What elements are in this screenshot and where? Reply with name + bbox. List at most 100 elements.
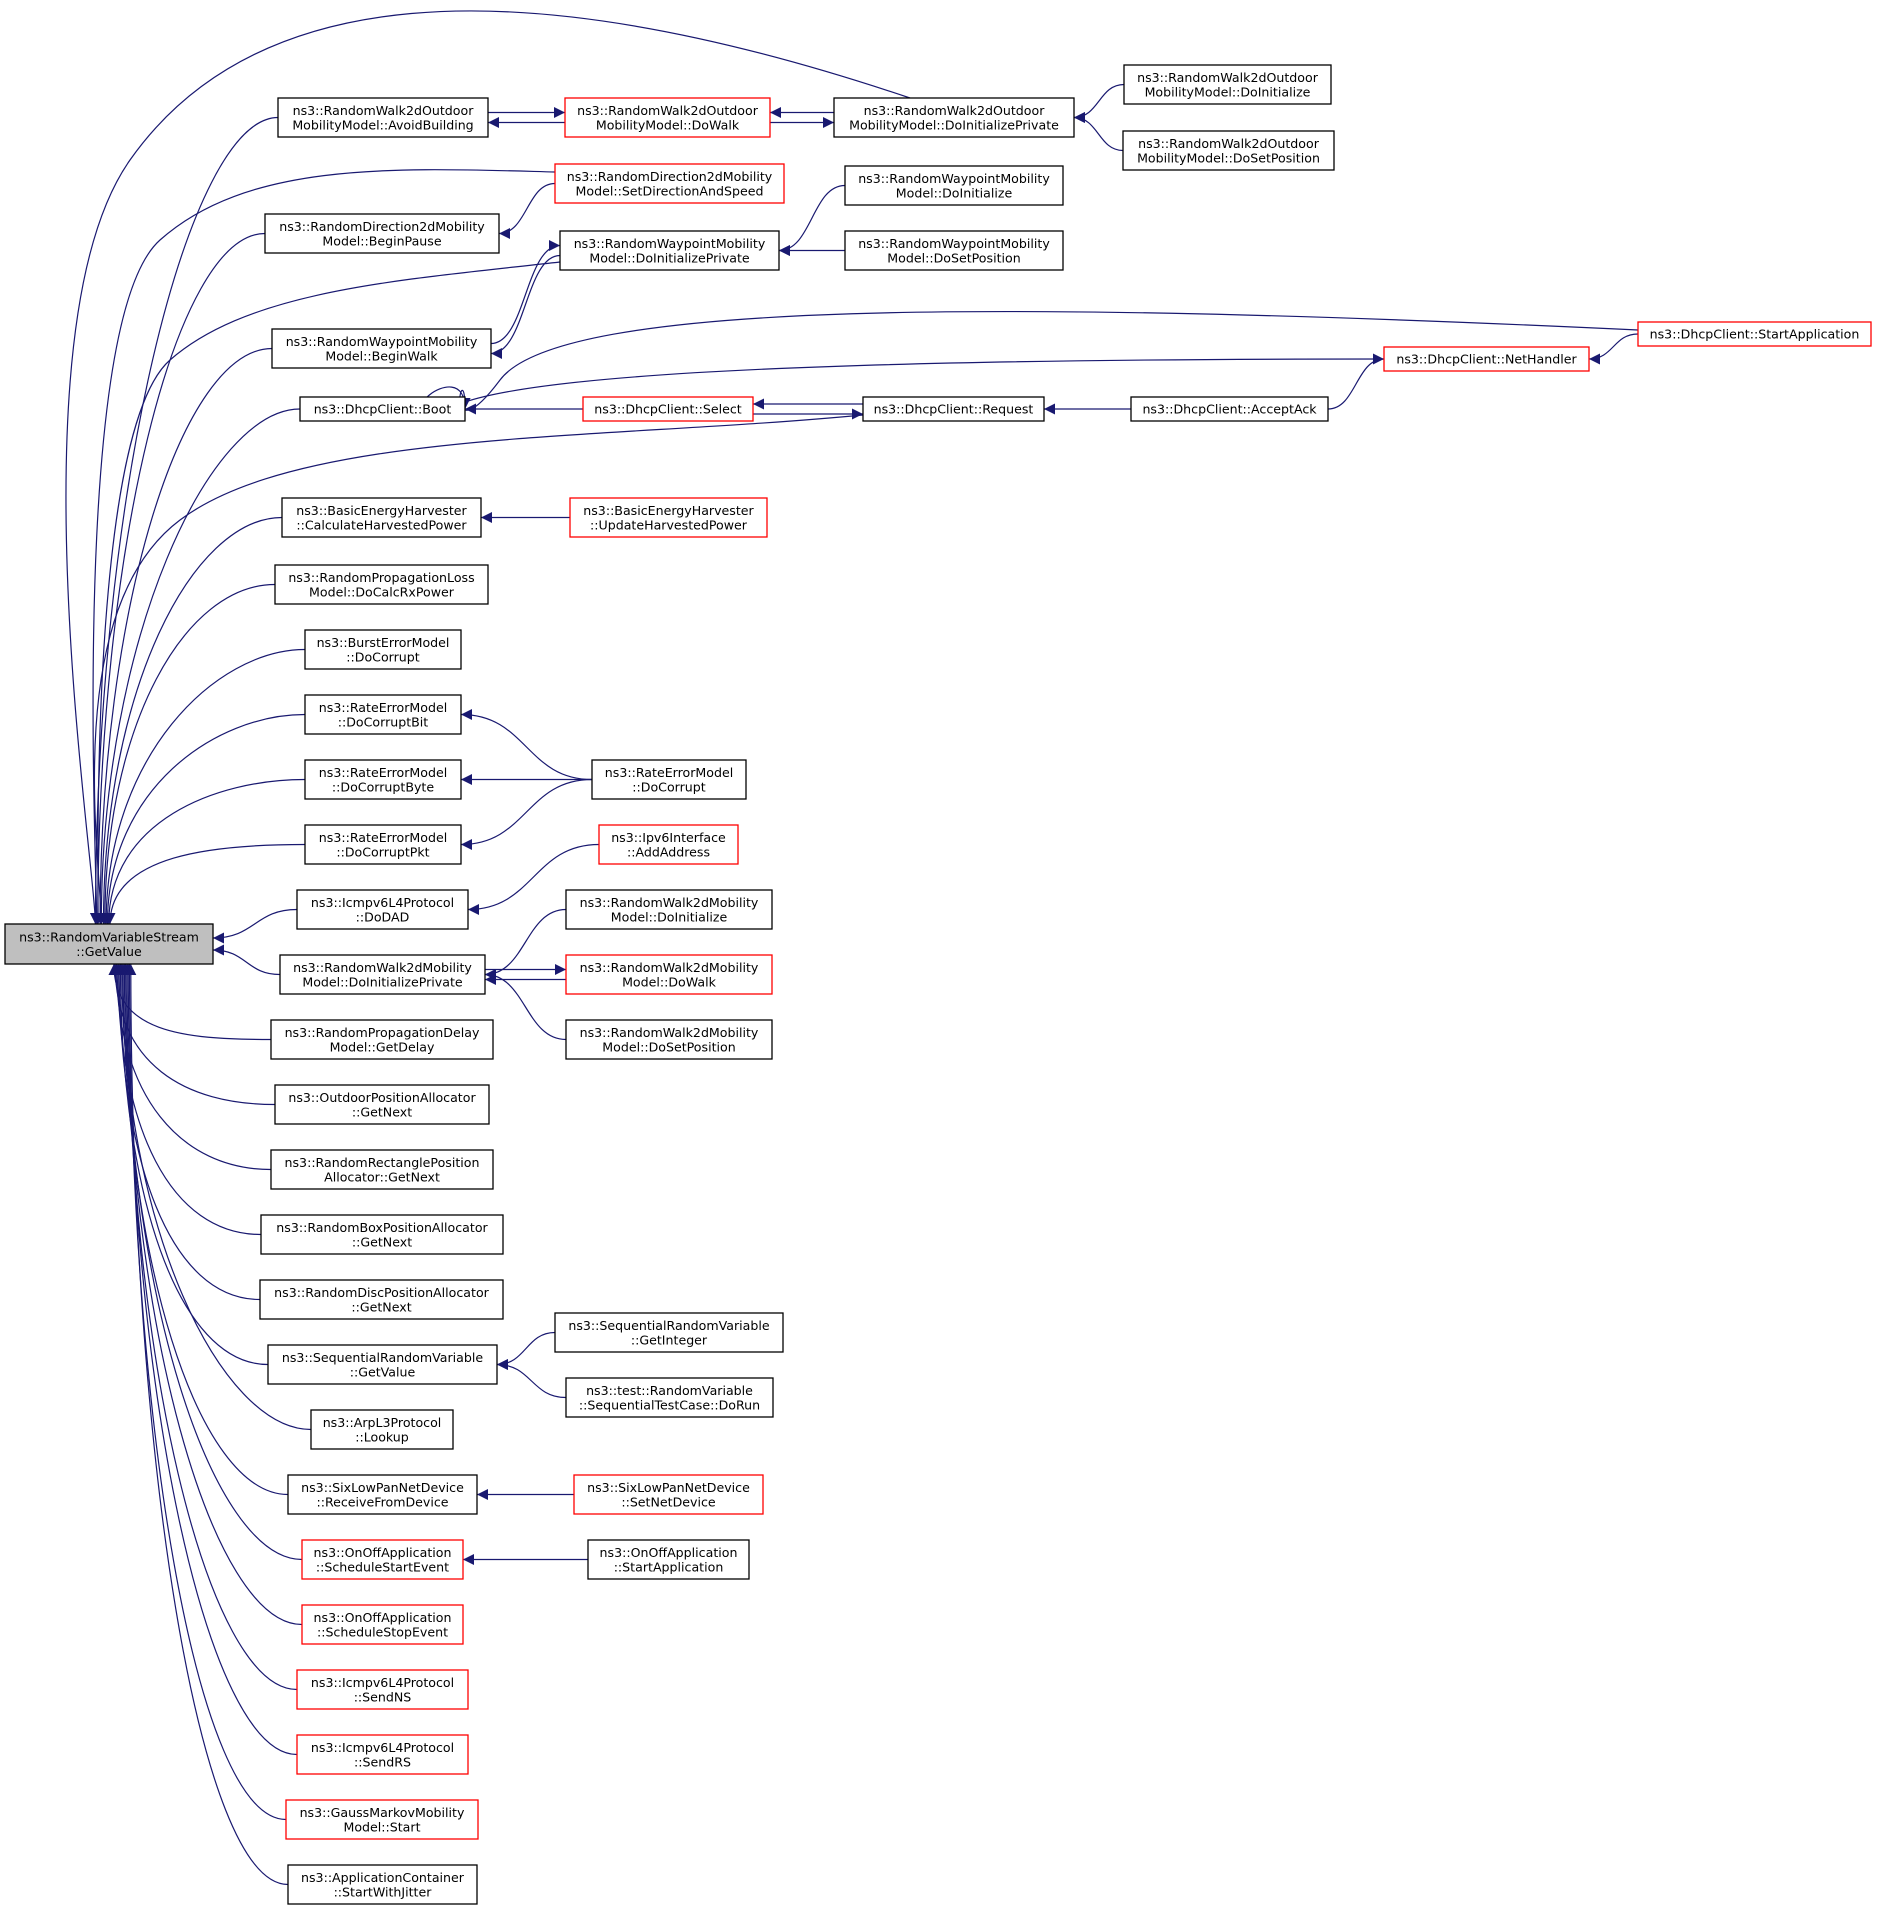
node-dhcp-select[interactable]: ns3::DhcpClient::Select (582, 396, 754, 422)
node-test-dorun[interactable]: ns3::test::RandomVariable::SequentialTes… (565, 1377, 774, 1418)
node-rw2-dosetpos[interactable]: ns3::RandomWalk2dMobilityModel::DoSetPos… (565, 1019, 773, 1060)
node-bem-docorrupt[interactable]: ns3::BurstErrorModel::DoCorrupt (304, 629, 462, 670)
node-box (304, 759, 462, 800)
node-box (271, 328, 492, 369)
node-beh-calc[interactable]: ns3::BasicEnergyHarvester::CalculateHarv… (281, 497, 482, 538)
node-box (304, 694, 462, 735)
node-arp-lookup[interactable]: ns3::ArpL3Protocol::Lookup (310, 1409, 454, 1450)
node-rw2-doinit[interactable]: ns3::RandomWalk2dMobilityModel::DoInitia… (565, 889, 773, 930)
node-label-line: ns3::RandomWalk2dOutdoor (1138, 136, 1320, 151)
node-dhcp-acceptack[interactable]: ns3::DhcpClient::AcceptAck (1130, 396, 1329, 422)
node-rem-docorrupt[interactable]: ns3::RateErrorModel::DoCorrupt (591, 759, 747, 800)
node-label-line: ns3::RandomWalk2dOutdoor (1137, 70, 1319, 85)
node-label-line: Model::DoInitializePrivate (589, 250, 750, 265)
node-rwp-dosetpos[interactable]: ns3::RandomWaypointMobilityModel::DoSetP… (844, 230, 1064, 271)
node-opa-getnext[interactable]: ns3::OutdoorPositionAllocator::GetNext (274, 1084, 490, 1125)
node-label-line: ns3::DhcpClient::NetHandler (1396, 352, 1577, 367)
node-box (281, 497, 482, 538)
node-rd-setdir[interactable]: ns3::RandomDirection2dMobilityModel::Set… (554, 163, 785, 204)
node-box (565, 889, 773, 930)
node-onoff-sse[interactable]: ns3::OnOffApplication::ScheduleStartEven… (301, 1539, 464, 1580)
node-ac-startjitter[interactable]: ns3::ApplicationContainer::StartWithJitt… (287, 1864, 478, 1905)
node-label-line: ns3::ApplicationContainer (301, 1870, 465, 1885)
node-6low-setnet[interactable]: ns3::SixLowPanNetDevice::SetNetDevice (573, 1474, 764, 1515)
node-icmp-sendrs[interactable]: ns3::Icmpv6L4Protocol::SendRS (296, 1734, 469, 1775)
node-rdpa-getnext[interactable]: ns3::RandomDiscPositionAllocator::GetNex… (259, 1279, 504, 1320)
node-ipv6-addaddr[interactable]: ns3::Ipv6Interface::AddAddress (598, 824, 739, 865)
node-ow-dip[interactable]: ns3::RandomWalk2dOutdoorMobilityModel::D… (833, 97, 1075, 138)
node-box (310, 1409, 454, 1450)
node-label-line: ns3::OnOffApplication (314, 1545, 452, 1560)
node-label-line: ns3::RateErrorModel (605, 765, 733, 780)
edge-rw2_doinit-to-rw2_dip (484, 908, 567, 980)
edge-rem_byte-to-root (103, 778, 306, 925)
node-onoff-startapp[interactable]: ns3::OnOffApplication::StartApplication (587, 1539, 750, 1580)
node-ow-dosetpos[interactable]: ns3::RandomWalk2dOutdoorMobilityModel::D… (1122, 130, 1335, 171)
node-avoid[interactable]: ns3::RandomWalk2dOutdoorMobilityModel::A… (277, 97, 489, 138)
node-rwp-doinit[interactable]: ns3::RandomWaypointMobilityModel::DoInit… (844, 165, 1064, 206)
node-label-line: ns3::RandomBoxPositionAllocator (276, 1220, 488, 1235)
node-label-line: ns3::Icmpv6L4Protocol (311, 895, 454, 910)
node-rem-bit[interactable]: ns3::RateErrorModel::DoCorruptBit (304, 694, 462, 735)
edge-rwp_beginwalk-to-root (94, 347, 273, 925)
node-rrpa-getnext[interactable]: ns3::RandomRectanglePositionAllocator::G… (270, 1149, 494, 1190)
node-rwp-beginwalk[interactable]: ns3::RandomWaypointMobilityModel::BeginW… (271, 328, 492, 369)
edge-test_dorun-to-srv_getvalue (496, 1359, 567, 1399)
node-label-line: ::DoDAD (356, 909, 410, 924)
node-root[interactable]: ns3::RandomVariableStream::GetValue (4, 923, 214, 965)
node-label-line: Model::DoCalcRxPower (309, 584, 455, 599)
node-label-line: ::SendRS (354, 1754, 411, 1769)
node-rpd-getdelay[interactable]: ns3::RandomPropagationDelayModel::GetDel… (270, 1019, 494, 1060)
node-rw2-dip[interactable]: ns3::RandomWalk2dMobilityModel::DoInitia… (279, 954, 486, 995)
node-box (582, 396, 754, 422)
node-rem-byte[interactable]: ns3::RateErrorModel::DoCorruptByte (304, 759, 462, 800)
node-box (565, 954, 773, 995)
node-onoff-stopev[interactable]: ns3::OnOffApplication::ScheduleStopEvent (301, 1604, 464, 1645)
node-box (274, 564, 489, 605)
edges-layer (65, 10, 1639, 1886)
node-srv-getvalue[interactable]: ns3::SequentialRandomVariable::GetValue (267, 1344, 498, 1385)
node-label-line: ns3::RateErrorModel (319, 700, 447, 715)
node-box (259, 1279, 504, 1320)
node-label-line: ns3::DhcpClient::Select (594, 402, 741, 417)
node-dhcp-nethandler[interactable]: ns3::DhcpClient::NetHandler (1383, 346, 1590, 372)
node-rwp-dip[interactable]: ns3::RandomWaypointMobilityModel::DoInit… (559, 230, 780, 271)
node-label-line: MobilityModel::DoWalk (596, 117, 740, 132)
node-dhcp-request[interactable]: ns3::DhcpClient::Request (862, 396, 1045, 422)
edge-ow_dosetpos-to-ow_dip (1073, 112, 1124, 152)
node-icmp-sendns[interactable]: ns3::Icmpv6L4Protocol::SendNS (296, 1669, 469, 1710)
node-label-line: ::UpdateHarvestedPower (590, 517, 748, 532)
node-box (573, 1474, 764, 1515)
node-rpl-docalc[interactable]: ns3::RandomPropagationLossModel::DoCalcR… (274, 564, 489, 605)
node-box (301, 1539, 464, 1580)
node-rd-beginpause[interactable]: ns3::RandomDirection2dMobilityModel::Beg… (264, 213, 500, 254)
edge-rdpa_getnext-to-root (113, 963, 261, 1301)
node-label-line: ns3::RandomWaypointMobility (574, 236, 766, 251)
node-6low-recv[interactable]: ns3::SixLowPanNetDevice::ReceiveFromDevi… (287, 1474, 478, 1515)
node-label-line: ns3::RateErrorModel (319, 830, 447, 845)
node-rbpa-getnext[interactable]: ns3::RandomBoxPositionAllocator::GetNext (260, 1214, 504, 1255)
node-box (569, 497, 768, 538)
node-label-line: ns3::RandomWalk2dOutdoor (577, 103, 759, 118)
edge-srv_getint-to-srv_getvalue (496, 1331, 556, 1370)
node-box (565, 1377, 774, 1418)
node-label-line: ns3::BasicEnergyHarvester (296, 503, 467, 518)
node-dhcp-boot[interactable]: ns3::DhcpClient::Boot (299, 396, 466, 422)
node-ow-dowalk[interactable]: ns3::RandomWalk2dOutdoorMobilityModel::D… (564, 97, 771, 138)
edge-rd_beginpause-to-root (92, 232, 266, 925)
nodes-layer: ns3::RandomVariableStream::GetValuens3::… (4, 64, 1872, 1905)
node-srv-getint[interactable]: ns3::SequentialRandomVariable::GetIntege… (554, 1312, 784, 1353)
node-dhcp-startapp[interactable]: ns3::DhcpClient::StartApplication (1637, 321, 1872, 347)
node-label-line: ::SendNS (354, 1689, 412, 1704)
node-rem-pkt[interactable]: ns3::RateErrorModel::DoCorruptPkt (304, 824, 462, 865)
node-icmp-dodad[interactable]: ns3::Icmpv6L4Protocol::DoDAD (296, 889, 469, 930)
node-box (296, 889, 469, 930)
node-ow-doinit[interactable]: ns3::RandomWalk2dOutdoorMobilityModel::D… (1123, 64, 1332, 105)
node-label-line: ns3::RandomDirection2dMobility (279, 219, 485, 234)
node-label-line: ::GetValue (350, 1364, 416, 1379)
node-beh-update[interactable]: ns3::BasicEnergyHarvester::UpdateHarvest… (569, 497, 768, 538)
node-label-line: ns3::RandomWalk2dMobility (580, 895, 759, 910)
